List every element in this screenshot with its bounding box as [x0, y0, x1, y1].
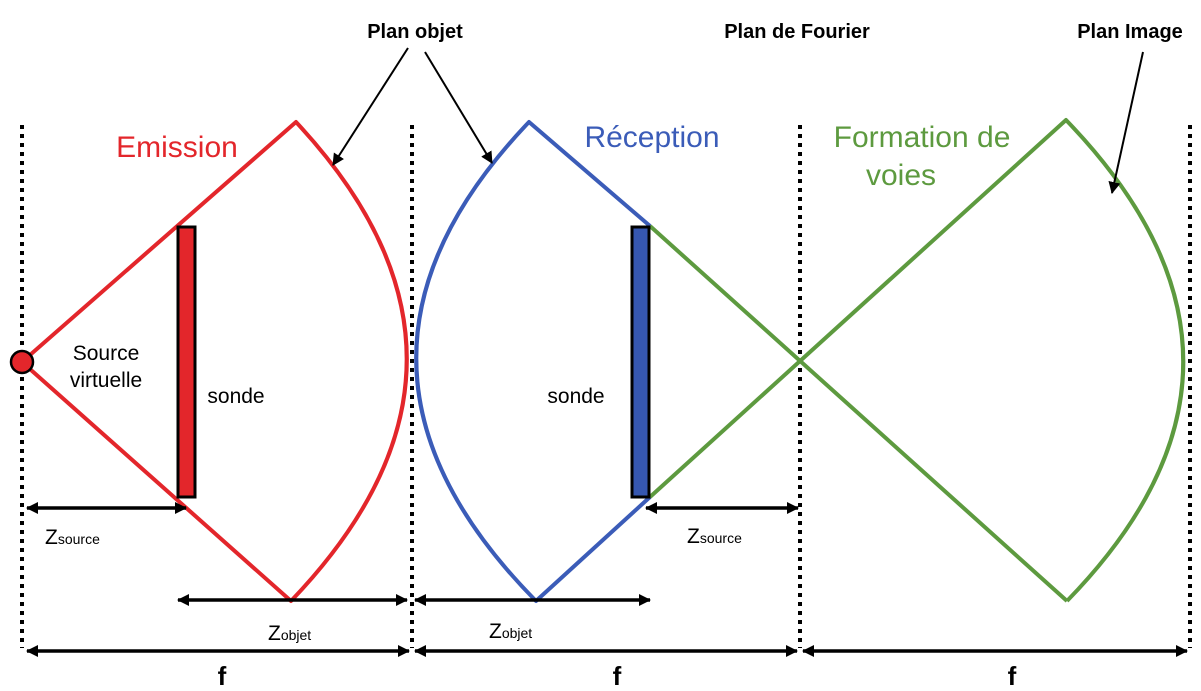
probe-emission — [176, 225, 197, 499]
formation-title-line2: voies — [866, 159, 936, 192]
zsource-label-left: Zsource — [45, 526, 100, 549]
f-label-3: f — [1008, 661, 1017, 691]
zobjet-label-left: Zobjet — [268, 622, 311, 645]
source-virtuelle-label-line2: virtuelle — [70, 369, 142, 392]
source-virtuelle-label-line1: Source — [73, 342, 140, 365]
sonde-label-reception: sonde — [547, 385, 604, 408]
reception-beam-outline — [414, 120, 652, 603]
f-label-2: f — [613, 661, 622, 691]
emission-title: Emission — [116, 131, 238, 164]
f-label-1: f — [218, 661, 227, 691]
zobjet-label-right: Zobjet — [489, 620, 532, 643]
arrow-plan-image — [1108, 51, 1144, 194]
virtual-source-icon — [9, 349, 35, 375]
arrow-plan-objet-reception — [424, 51, 493, 164]
emission-beam-outline — [20, 120, 409, 603]
reception-title: Réception — [584, 121, 719, 154]
probe-reception — [630, 225, 651, 499]
formation-beam-outline — [648, 118, 1186, 603]
plan-fourier-title: Plan de Fourier — [724, 21, 870, 43]
formation-title-line1: Formation de — [834, 121, 1011, 154]
plan-objet-title: Plan objet — [367, 21, 463, 43]
zsource-label-right: Zsource — [687, 525, 742, 548]
arrow-plan-objet-emission — [332, 47, 409, 166]
sonde-label-emission: sonde — [207, 385, 264, 408]
emission-wavefront — [20, 120, 409, 603]
plan-image-title: Plan Image — [1077, 21, 1183, 43]
formation-wavefront — [648, 118, 1186, 603]
reception-wavefront — [414, 120, 652, 603]
